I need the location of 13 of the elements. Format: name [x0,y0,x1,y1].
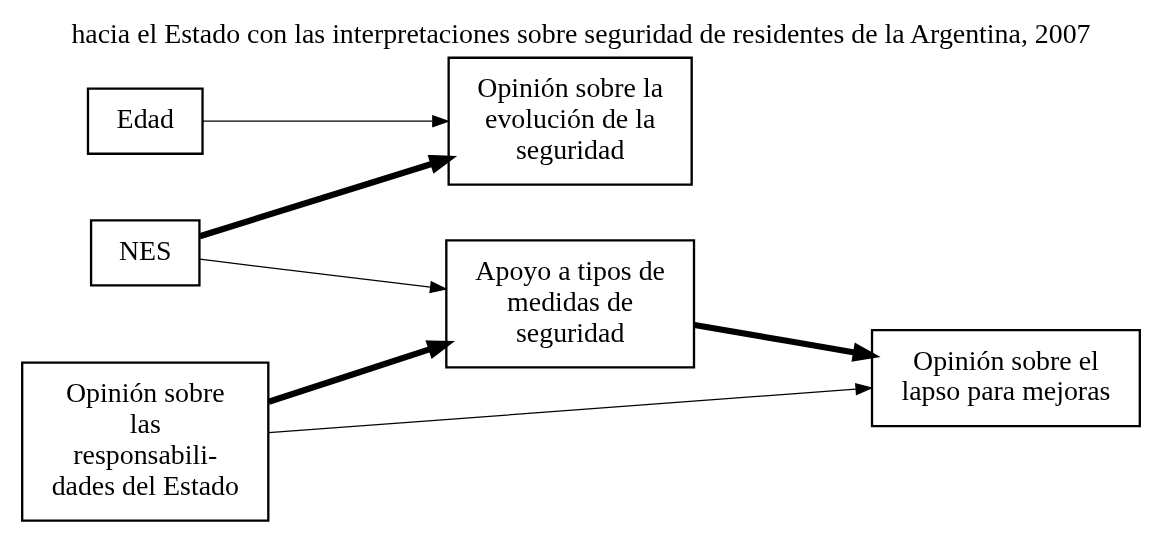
node-box: Opinión sobre la evolución de la seguridad [447,56,693,186]
arrow [201,114,450,128]
node-box: NES [89,219,201,287]
arrow [693,321,881,362]
arrow [198,155,457,240]
arrow [198,258,448,294]
node-box: Opinión sobre el lapso para mejoras [870,329,1141,428]
diagram-title: hacia el Estado con las interpretaciones sobre seguridad de residentes de la Argentina, 2007 [70,17,1091,49]
arrow [267,382,873,434]
node-box: Opinión sobre las responsabili- dades del Estado [20,361,269,522]
arrow [267,340,455,405]
node-box: Apoyo a tipos de medidas de seguridad [444,239,695,369]
node-box: Edad [86,87,204,155]
